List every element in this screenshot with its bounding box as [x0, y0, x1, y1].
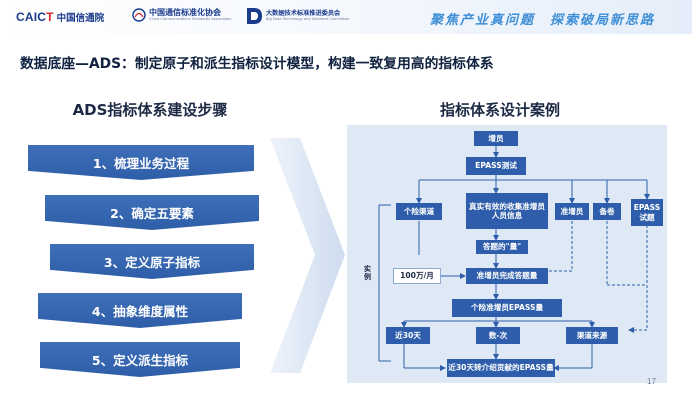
header-slogan: 聚焦产业真问题 探索破局新思路	[430, 13, 656, 28]
box-qudao-laiyuan: 渠道来源	[566, 327, 618, 344]
caict-logo-cn: 中国信通院	[56, 13, 105, 24]
step-2: 2、确定五要素	[45, 195, 259, 230]
ccsa-emblem-icon	[132, 8, 146, 22]
header-bar: CAICT 中国信通院 中国通信标准化协会 China Communicatio…	[0, 0, 692, 34]
case-title: 指标体系设计案例	[439, 101, 560, 119]
box-shu-ci: 数-次	[476, 327, 520, 344]
box-epass-test: EPASS测试	[466, 157, 526, 175]
box-gexian-qudao: 个险渠道	[396, 203, 442, 220]
box-zhunzengyuan: 准增员	[555, 203, 589, 220]
box-jin30: 近30天	[386, 327, 430, 344]
bigdata-d-icon	[247, 8, 262, 24]
ccsa-logo: 中国通信标准化协会 China Communications Standards…	[132, 8, 232, 22]
page-number: 17	[647, 377, 656, 386]
step-4: 4、抽象维度属性	[38, 293, 242, 328]
box-epass-shiti: EPASS试题	[631, 199, 663, 226]
box-result: 近30天转介绍贡献的EPASS量	[447, 359, 555, 377]
bigdata-committee-logo: 大数据技术标准推进委员会 Big Data Technology and Sta…	[246, 7, 349, 25]
box-zengyuan: 增员	[474, 131, 518, 146]
steps-title: ADS指标体系建设步骤	[72, 101, 228, 119]
step-3: 3、定义原子指标	[50, 244, 254, 279]
chevron-arrow-icon	[270, 138, 345, 373]
ccsa-logo-en: China Communications Standards Associati…	[149, 16, 232, 21]
box-100w-per-month: 100万/月	[393, 268, 441, 284]
slide-headline: 数据底座—ADS：制定原子和派生指标设计模型，构建一致复用高的指标体系	[20, 56, 494, 72]
box-dati-wancheng: 准增员完成答题量	[466, 268, 548, 284]
box-beijuan: 备卷	[593, 203, 621, 220]
bigdata-logo-cn: 大数据技术标准推进委员会	[266, 9, 341, 17]
box-real-info: 真实有效的收集准增员人员信息	[466, 193, 548, 229]
caict-logo: CAICT 中国信通院	[16, 9, 104, 25]
step-1: 1、梳理业务过程	[28, 145, 254, 180]
box-gexian-epass: 个险准增员EPASS量	[452, 299, 562, 317]
box-dati-liang: 答题的"量"	[476, 240, 528, 254]
ccsa-logo-cn: 中国通信标准化协会	[149, 7, 221, 17]
step-5: 5、定义派生指标	[40, 342, 240, 377]
caict-logo-en: CAICT	[16, 10, 54, 24]
bigdata-logo-en: Big Data Technology and Standard Committ…	[266, 16, 350, 21]
side-label: 实例	[364, 265, 371, 281]
